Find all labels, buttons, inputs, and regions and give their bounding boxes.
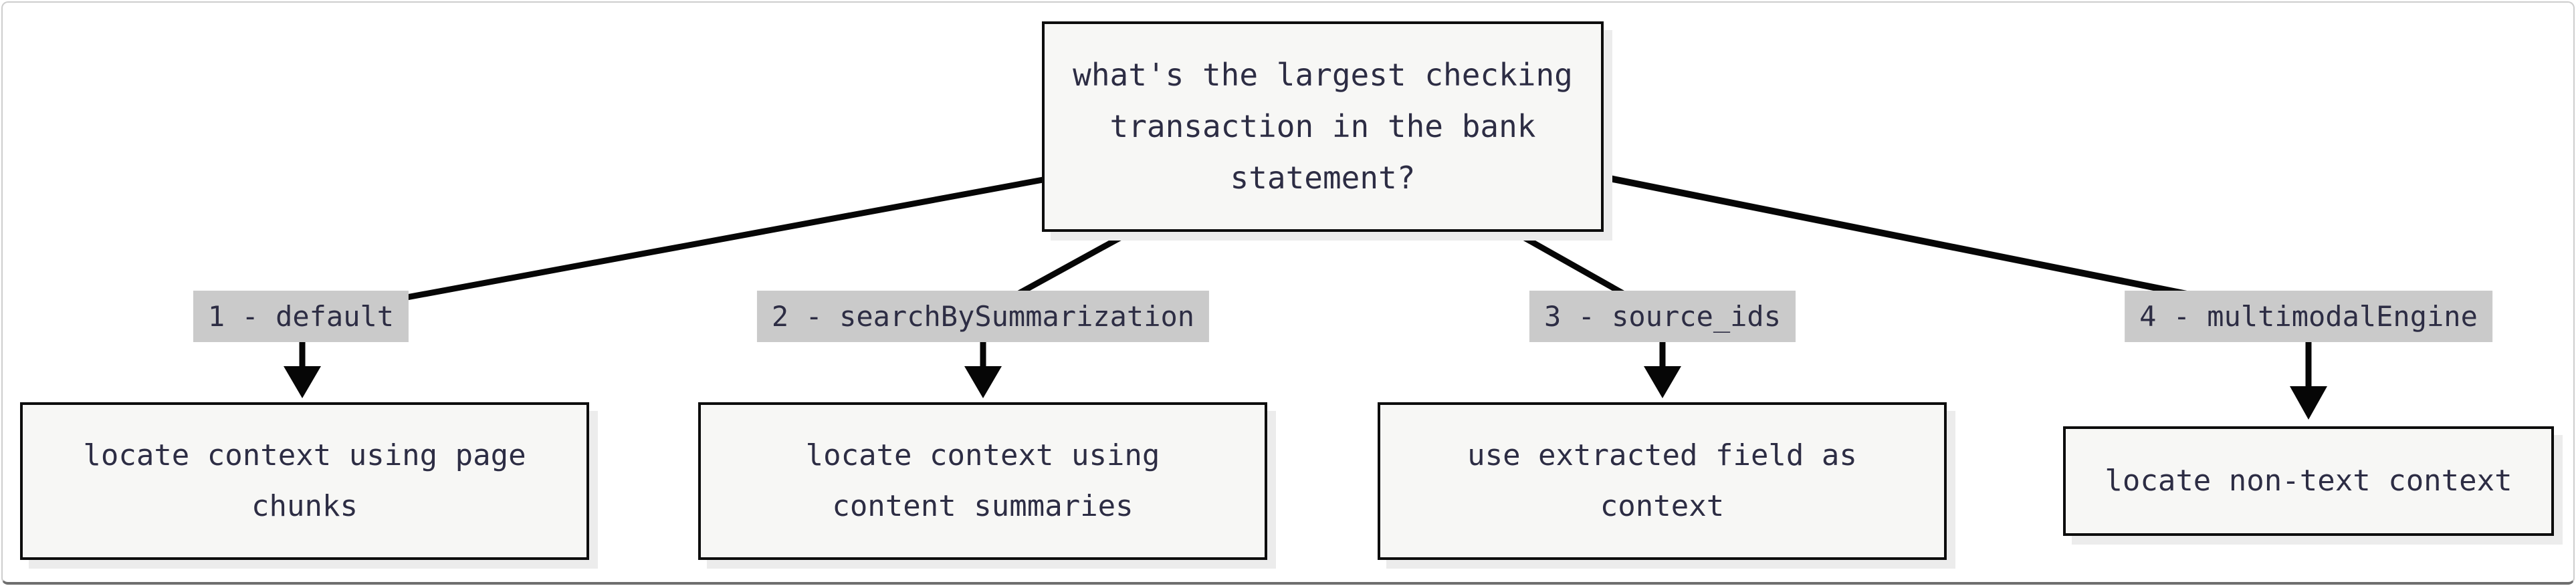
edge-root-to-default [334,176,1047,314]
node-text-line: locate non-text context [2105,464,2512,498]
node-text-line: content summaries [832,489,1134,523]
edge-label-multimodalengine: 4 - multimodalEngine [2125,291,2492,342]
node-text-line: locate context using page [83,438,526,472]
arrow-4-head [2290,386,2327,420]
node-searchbysummarization-description: locate context using content summaries [698,402,1267,560]
arrow-1-head [284,366,321,398]
root-question-line: what's the largest checking [1073,57,1573,93]
edge-root-to-searchbysummarization [1001,226,1139,305]
node-text-line: chunks [251,489,358,523]
arrow-2-head [964,366,1002,398]
edge-label-sourceids: 3 - source_ids [1529,291,1796,342]
edge-root-to-sourceids [1506,226,1640,305]
node-sourceids-description: use extracted field as context [1378,402,1947,560]
node-text-line: use extracted field as [1467,438,1857,472]
root-question-node: what's the largest checking transaction … [1042,21,1604,232]
node-multimodalengine-description: locate non-text context [2063,426,2554,536]
edge-root-to-multimodalengine [1599,173,2208,301]
node-text-line: locate context using [805,438,1160,472]
node-default-description: locate context using page chunks [20,402,589,560]
edge-label-default: 1 - default [193,291,409,342]
root-question-line: transaction in the bank [1109,108,1536,144]
root-question-line: statement? [1230,160,1416,196]
arrow-3-head [1644,366,1681,398]
edge-label-searchbysummarization: 2 - searchBySummarization [756,291,1210,342]
node-text-line: context [1600,489,1725,523]
